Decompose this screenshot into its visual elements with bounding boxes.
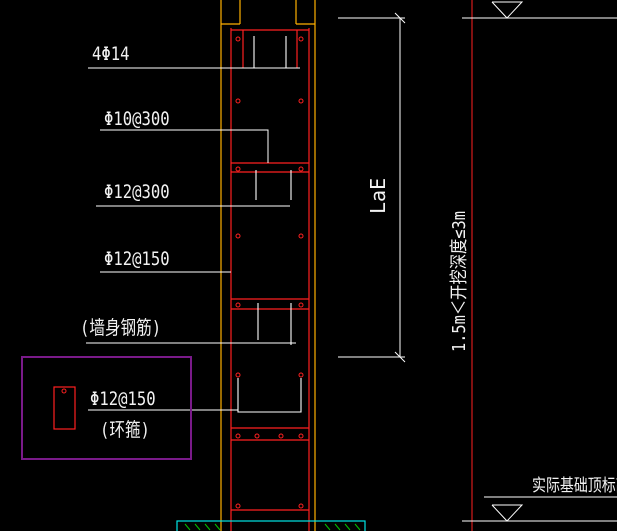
level-markers [462, 1, 617, 522]
label-ring-stirrup-spec: Φ12@150 [90, 388, 156, 410]
label-ring-stirrup-note: (环箍) [100, 419, 150, 441]
rebar-dots [235, 36, 304, 509]
ring-stirrup-legend-box [21, 356, 192, 460]
label-excavation-depth: 1.5m＜开挖深度≤3m [449, 211, 470, 352]
dimension-lae [338, 12, 406, 363]
label-stirrup-lower: Φ12@150 [104, 248, 170, 270]
label-wall-rebar-note: (墙身钢筋) [80, 317, 162, 339]
hook-bars [237, 36, 302, 413]
ring-stirrup-symbol [53, 386, 76, 430]
ring-stirrup-dot [61, 388, 67, 394]
label-stirrup-middle: Φ12@300 [104, 181, 170, 203]
label-foundation-top: 实际基础顶标高 [532, 476, 617, 496]
foundation-block [176, 520, 366, 531]
leader-lines [86, 67, 300, 411]
label-stirrup-upper: Φ10@300 [104, 108, 170, 130]
label-longitudinal-bars: 4Φ14 [92, 43, 130, 65]
rebar-cage [230, 28, 310, 531]
column-outline [220, 0, 316, 531]
label-anchorage-length: LaE [366, 177, 390, 214]
